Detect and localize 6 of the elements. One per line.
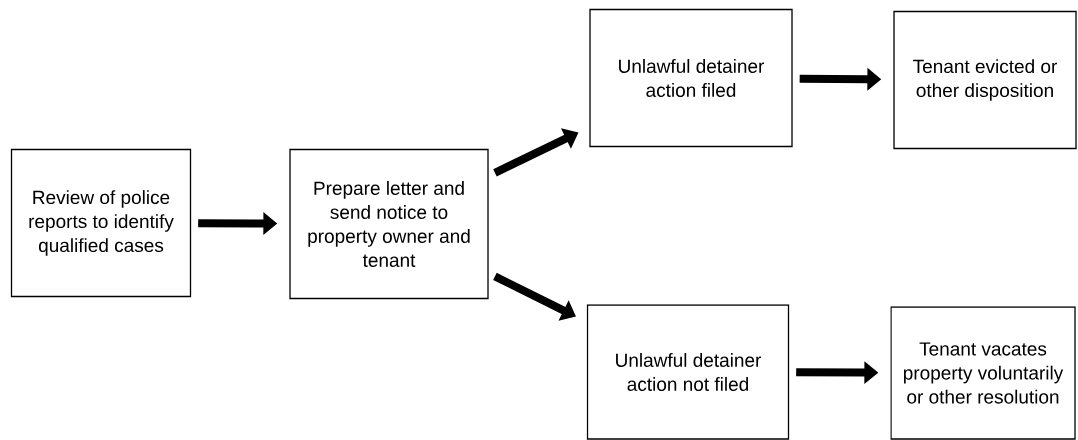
process-box: Tenant evicted or other disposition: [893, 10, 1077, 150]
process-box: Tenant vacates property voluntarily or other resolution: [890, 306, 1076, 440]
process-box: Review of police reports to identify qualified cases: [10, 148, 192, 298]
process-box: Prepare letter and send notice to property owner and tenant: [289, 148, 489, 300]
process-box: Unlawful detainer action not filed: [586, 304, 790, 440]
process-box: Unlawful detainer action filed: [589, 8, 793, 148]
